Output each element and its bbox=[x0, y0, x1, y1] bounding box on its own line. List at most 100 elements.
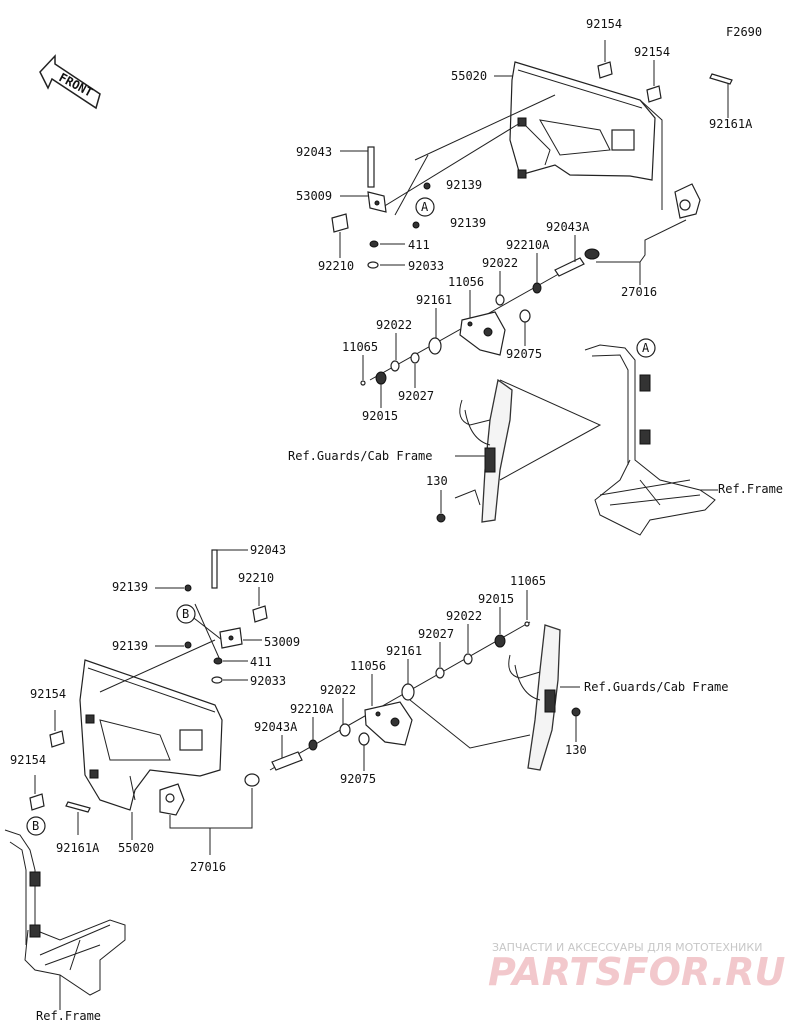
lower-ref-frame: B bbox=[4, 816, 126, 1010]
label-ref-frame-lower: Ref.Frame bbox=[36, 1009, 101, 1023]
label-55020-upper: 55020 bbox=[451, 69, 487, 83]
watermark-tagline: ЗАПЧАСТИ И АКСЕССУАРЫ ДЛЯ МОТОТЕХНИКИ bbox=[492, 941, 762, 954]
upper-ref-circle-a2: A bbox=[642, 341, 650, 355]
label-92210-upper: 92210 bbox=[318, 259, 354, 273]
label-92154-upper-b: 92154 bbox=[634, 45, 670, 59]
lower-grommet-27016 bbox=[244, 773, 260, 787]
lower-pin-11065 bbox=[524, 621, 530, 627]
label-92139-upper-a: 92139 bbox=[446, 178, 482, 192]
label-11056-upper: 11056 bbox=[448, 275, 484, 289]
label-92210-lower: 92210 bbox=[238, 571, 274, 585]
upper-washer-92033 bbox=[367, 261, 379, 269]
upper-handle-27016 bbox=[584, 99, 701, 285]
label-92033-lower: 92033 bbox=[250, 674, 286, 688]
lower-collar-92161 bbox=[401, 683, 415, 701]
label-92022-lower-a: 92022 bbox=[320, 683, 356, 697]
label-92022-upper-b: 92022 bbox=[376, 318, 412, 332]
upper-cap-92075 bbox=[519, 309, 531, 323]
label-92154-upper-a: 92154 bbox=[586, 17, 622, 31]
label-ref-guards-lower: Ref.Guards/Cab Frame bbox=[584, 680, 729, 694]
label-92015-lower: 92015 bbox=[478, 592, 514, 606]
lower-spacer-92027 bbox=[435, 667, 445, 679]
label-92139-upper-b: 92139 bbox=[450, 216, 486, 230]
label-92161A-lower: 92161A bbox=[56, 841, 100, 855]
label-92022-upper-a: 92022 bbox=[482, 256, 518, 270]
lower-nut-92139-a bbox=[184, 584, 192, 592]
label-92210A-lower: 92210A bbox=[290, 702, 334, 716]
label-ref-frame-upper: Ref.Frame bbox=[718, 482, 783, 496]
upper-ref-circle-a: A bbox=[415, 197, 435, 217]
upper-collar-92161 bbox=[428, 337, 442, 355]
lower-washer-92210A bbox=[308, 739, 318, 751]
label-92154-lower-a: 92154 bbox=[30, 687, 66, 701]
lower-cover-55020 bbox=[79, 659, 223, 811]
label-55020-lower: 55020 bbox=[118, 841, 154, 855]
label-92161-lower: 92161 bbox=[386, 644, 422, 658]
label-92139-lower-a: 92139 bbox=[112, 580, 148, 594]
lower-pin-92043 bbox=[211, 549, 248, 589]
upper-guard-frame bbox=[436, 378, 602, 523]
lower-nut-92139-b bbox=[184, 641, 192, 649]
label-53009-upper: 53009 bbox=[296, 189, 332, 203]
upper-cover-55020 bbox=[509, 61, 656, 181]
lower-nut-92015 bbox=[494, 634, 506, 648]
lower-washer-411 bbox=[213, 657, 223, 665]
upper-bolt-92154-b bbox=[646, 60, 662, 103]
label-92043A-lower: 92043A bbox=[254, 720, 298, 734]
lower-ref-circle-b: B bbox=[176, 604, 196, 624]
svg-text:B: B bbox=[182, 607, 189, 621]
lower-bracket-53009 bbox=[219, 627, 262, 649]
lower-washer-92022-a bbox=[339, 723, 351, 737]
label-92022-lower-b: 92022 bbox=[446, 609, 482, 623]
upper-spacer-92027 bbox=[410, 352, 420, 364]
upper-washer-411 bbox=[369, 240, 379, 248]
watermark-brand-logo: PARTSFOR.RU bbox=[488, 950, 786, 994]
label-92154-lower-b: 92154 bbox=[10, 753, 46, 767]
label-92043A-upper: 92043A bbox=[546, 220, 590, 234]
lower-bolt-92043A bbox=[271, 751, 303, 771]
label-130-upper: 130 bbox=[426, 474, 448, 488]
lower-washer-92033 bbox=[211, 676, 223, 684]
upper-nut-92139-a bbox=[423, 182, 431, 190]
upper-bracket-53009 bbox=[340, 191, 387, 213]
upper-ref-frame: A bbox=[584, 338, 718, 536]
lower-strip-92161A bbox=[65, 801, 91, 813]
upper-nut-92210 bbox=[331, 213, 349, 233]
label-11065-upper: 11065 bbox=[342, 340, 378, 354]
label-11065-lower: 11065 bbox=[510, 574, 546, 588]
svg-text:A: A bbox=[421, 200, 429, 214]
upper-nut-92139-b bbox=[412, 221, 420, 229]
label-92161A-upper: 92161A bbox=[709, 117, 753, 131]
label-92210A-upper: 92210A bbox=[506, 238, 550, 252]
label-92161-upper: 92161 bbox=[416, 293, 452, 307]
label-92033-upper: 92033 bbox=[408, 259, 444, 273]
label-411-lower: 411 bbox=[250, 655, 272, 669]
label-11056-lower: 11056 bbox=[350, 659, 386, 673]
upper-washer-92022-b bbox=[390, 360, 400, 372]
label-92043-lower: 92043 bbox=[250, 543, 286, 557]
label-92075-lower: 92075 bbox=[340, 772, 376, 786]
label-92015-upper: 92015 bbox=[362, 409, 398, 423]
upper-plate-11056 bbox=[459, 311, 506, 356]
upper-strip-92161A bbox=[709, 73, 733, 118]
front-arrow-icon: FRONT bbox=[39, 54, 101, 110]
upper-washer-92022-a bbox=[495, 294, 505, 306]
upper-bolt-92043A bbox=[554, 257, 585, 277]
label-27016-upper: 27016 bbox=[621, 285, 657, 299]
lower-ref-circle-b2: B bbox=[32, 819, 39, 833]
upper-pin-11065 bbox=[360, 380, 366, 386]
label-92139-lower-b: 92139 bbox=[112, 639, 148, 653]
upper-pin-92043 bbox=[340, 146, 375, 188]
label-92027-upper: 92027 bbox=[398, 389, 434, 403]
upper-nut-92015 bbox=[375, 371, 387, 385]
upper-bolt-92154-a bbox=[597, 40, 613, 79]
lower-bolt-92154-a bbox=[49, 730, 65, 748]
lower-nut-92210 bbox=[252, 605, 268, 623]
upper-washer-92210A bbox=[532, 282, 542, 294]
diagram-code: F2690 bbox=[726, 25, 762, 39]
label-130-lower: 130 bbox=[565, 743, 587, 757]
label-27016-lower: 27016 bbox=[190, 860, 226, 874]
label-92075-upper: 92075 bbox=[506, 347, 542, 361]
lower-bolt-92154-b bbox=[29, 793, 45, 811]
